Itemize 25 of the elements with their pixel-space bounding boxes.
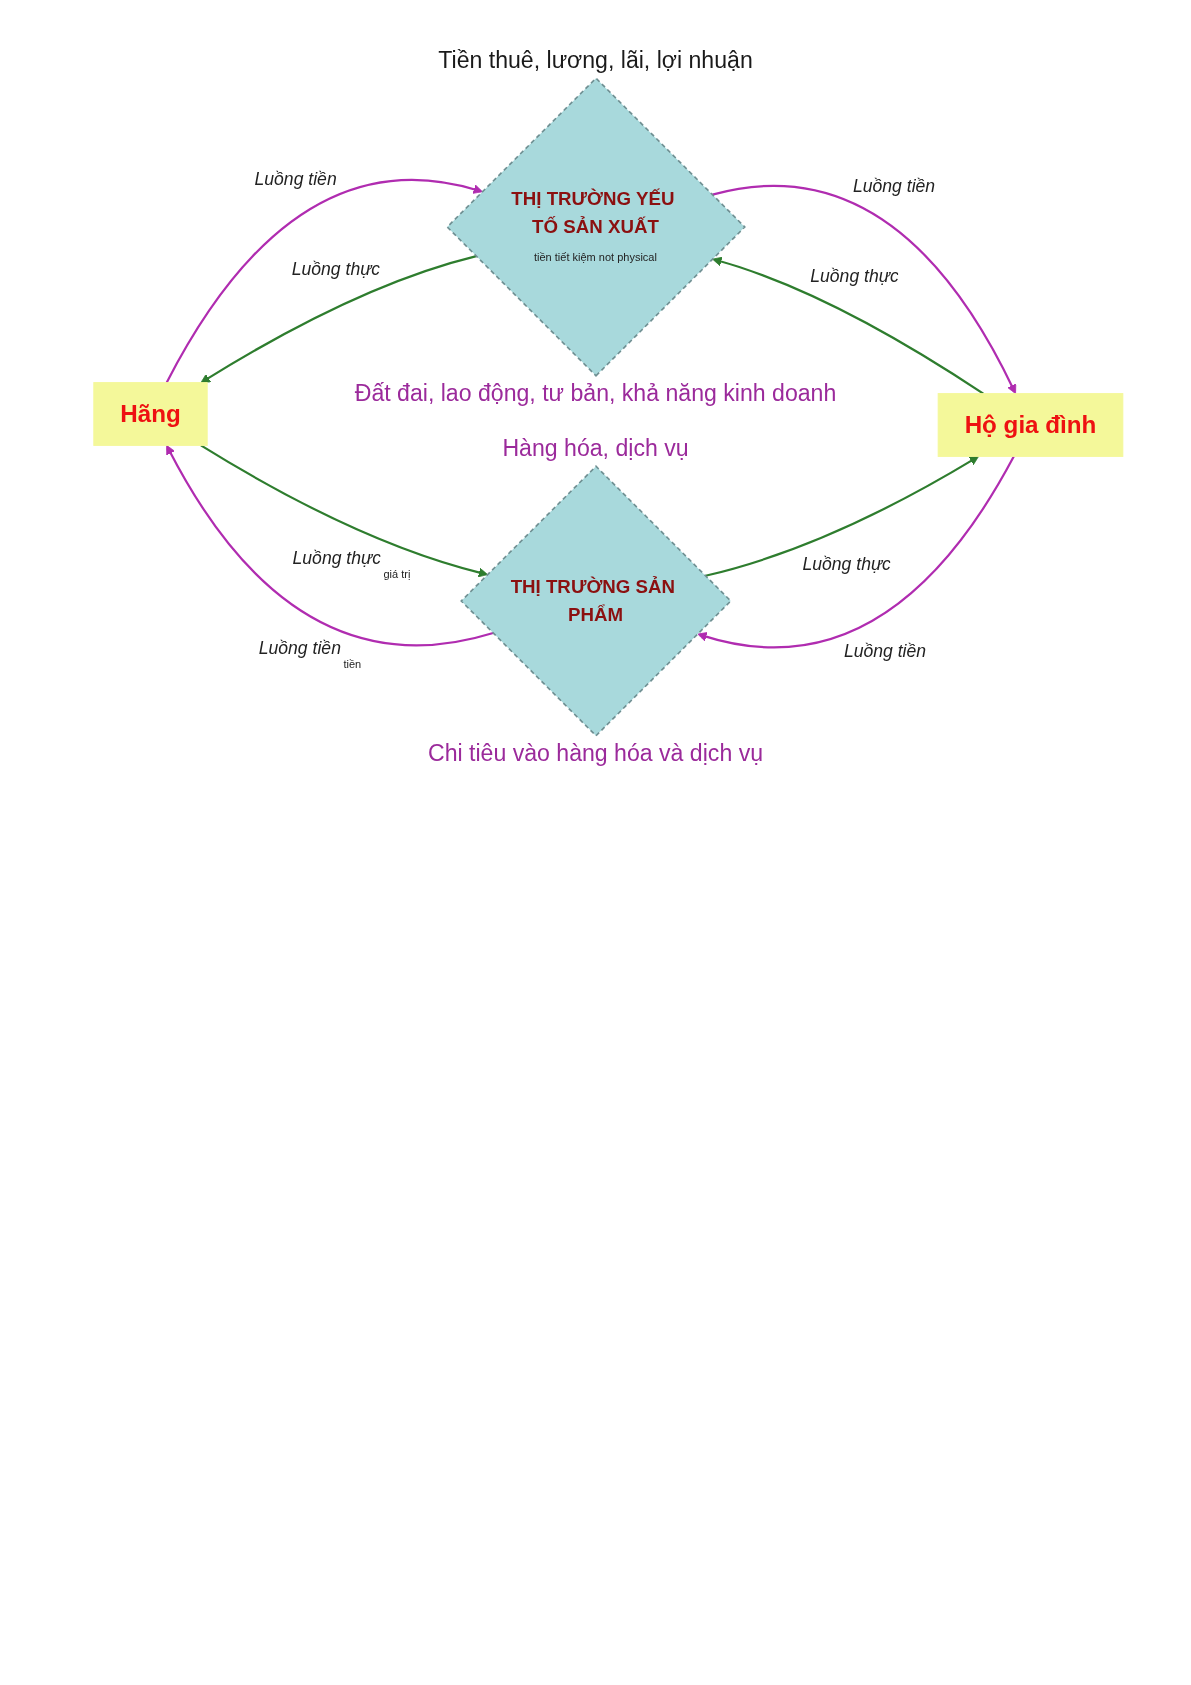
node-box: Hãng [92, 382, 208, 446]
edge-label: Luồng tiền [253, 169, 337, 188]
node-diamond: THỊ TRƯỜNG SẢN PHẨM [459, 465, 732, 737]
node-caption: Tiền thuê, lương, lãi, lợi nhuận [438, 47, 753, 75]
node-caption: Đất đai, lao động, tư bản, khả năng kinh doanh [354, 379, 837, 407]
edge-label: Luồng thực [292, 548, 381, 568]
edge-label: Luồng thực [809, 266, 899, 286]
arrow [165, 445, 493, 646]
arrow [711, 184, 1016, 395]
edge-label: Luồng tiền [852, 176, 935, 196]
edge-label: Luồng tiền [258, 638, 341, 658]
arrow [696, 455, 1015, 649]
node-caption: Chi tiêu vào hàng hóa và dịch vụ [427, 739, 764, 767]
arrow [165, 178, 483, 384]
node-box: Hộ gia đình [937, 393, 1123, 457]
node-caption: Hàng hóa, dịch vụ [502, 435, 689, 463]
note: tiền [343, 658, 362, 671]
arrow [199, 444, 488, 578]
arrow [200, 255, 477, 384]
edge-label: Luồng tiền [843, 641, 926, 661]
note: giá trị [383, 567, 411, 581]
edge-label: Luồng thực [291, 259, 380, 279]
arrow [711, 256, 984, 395]
node-diamond: THỊ TRƯỜNG YẾU TỐ SẢN XUẤT tiền tiết kiệm not physical [445, 77, 746, 377]
edge-label: Luồng thực [801, 554, 891, 574]
